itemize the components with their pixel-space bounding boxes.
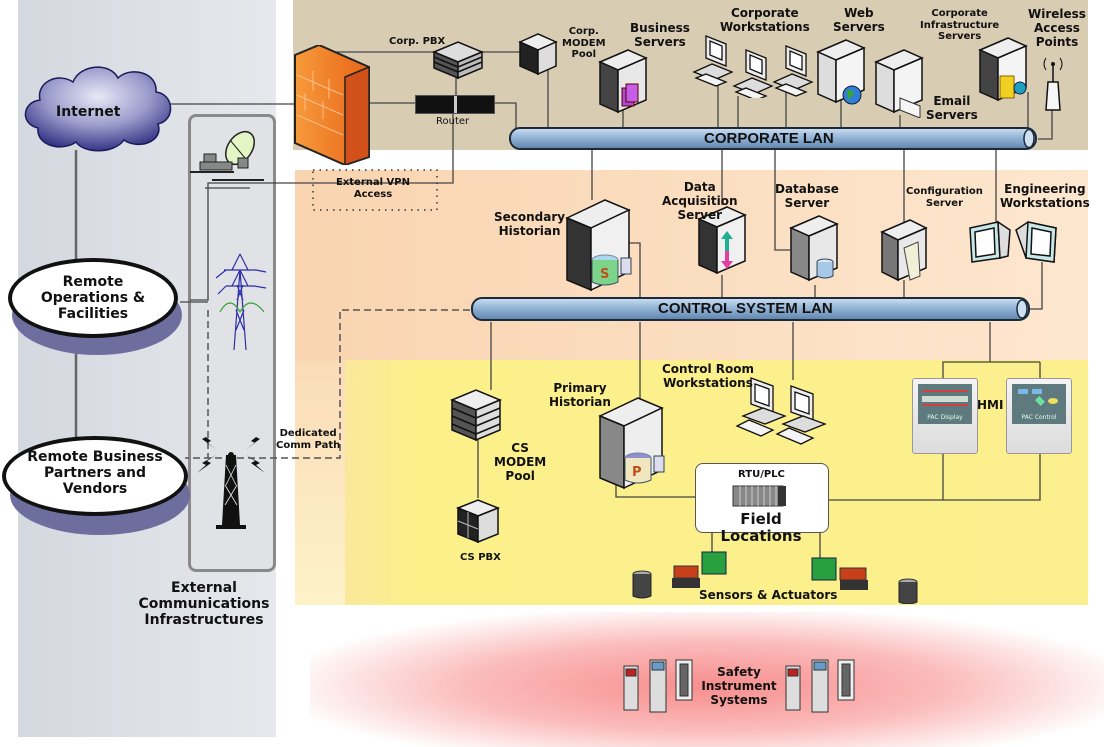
internet-cloud-icon [24,66,172,152]
cs-pbx-label: CS PBX [460,552,501,563]
corporate-lan-label: CORPORATE LAN [704,130,834,147]
corporate-workstations-icon[interactable] [692,32,832,98]
router-label: Router [436,116,470,127]
control-system-lan-pipe [471,297,1030,321]
hmi-label: HMI [977,398,1004,412]
remote-partners-label: Remote Business Partners and Vendors [27,449,163,498]
corporate-infrastructure-servers-icon[interactable] [978,36,1032,106]
engineering-workstations-label: Engineering Workstations [1000,182,1090,210]
external-communications-label: External Communications Infrastructures [138,580,270,629]
satellite-dish-icon [190,130,264,181]
data-acquisition-server-label: Data Acquisition Server [662,180,738,222]
actuator-icon [672,565,700,588]
database-server-label: Database Server [775,182,839,210]
power-transmission-tower-icon [215,253,267,351]
configuration-server-icon[interactable] [880,218,930,284]
control-room-workstations-icon[interactable] [735,374,847,446]
secondary-historian-icon[interactable]: S [565,198,637,294]
corporate-zone [293,0,1088,150]
safety-zone [310,612,1104,747]
dedicated-comm-path-line [185,309,470,459]
hmi-display-monitor[interactable]: PAC Display [912,378,978,454]
terminal-block-icon [701,551,727,575]
data-acquisition-server-icon[interactable] [697,205,749,277]
business-servers-icon[interactable] [598,48,648,114]
engineering-workstations-icon[interactable] [968,218,1060,266]
corp-pbx-label: Corp. PBX [389,36,446,47]
vpn-access-box [312,169,438,211]
corp-modem-pool-label: Corp. MODEM Pool [562,26,606,60]
terminal-block-icon [811,557,837,581]
primary-historian-label: Primary Historian [549,381,611,409]
line-router-lan [492,102,517,128]
hmi-control-monitor[interactable]: PAC Control [1006,378,1072,454]
hmi-control-screen-label: PAC Control [1021,414,1057,421]
primary-historian-badge: P [632,465,642,480]
web-servers-label: Web Servers [833,6,885,34]
dedicated-comm-path-label: Dedicated Comm Path [276,428,341,451]
sensor-cylinder-icon [898,578,918,604]
wireless-access-points-label: Wireless Access Points [1028,7,1086,49]
remote-partners-node[interactable] [2,436,188,516]
rtu-plc-icon[interactable] [732,484,788,508]
corporate-workstations-label: Corporate Workstations [720,6,810,34]
radio-tower-icon [197,430,265,529]
control-field-left-fade [295,360,345,605]
sensors-actuators-label: Sensors & Actuators [699,588,838,602]
corporate-infrastructure-servers-label: Corporate Infrastructure Servers [920,8,1000,42]
cs-modem-pool-icon[interactable] [450,388,504,444]
control-dmz-zone [295,170,1088,360]
line-router-vpn [190,112,454,301]
database-server-icon[interactable] [789,214,843,284]
corp-pbx-icon[interactable] [432,40,484,80]
email-servers-label: Email Servers [926,94,978,122]
control-room-workstations-label: Control Room Workstations [662,362,755,390]
corporate-lan-pipe [509,127,1037,150]
router-icon[interactable] [415,95,495,114]
external-vpn-access-label: External VPN Access [336,177,410,200]
email-servers-icon[interactable] [874,48,924,118]
secondary-historian-label: Secondary Historian [494,210,566,238]
primary-historian-icon[interactable]: P [598,396,670,492]
safety-instrument-systems-label: Safety Instrument Systems [701,665,777,707]
actuator-icon [839,567,868,590]
sensor-cylinder-icon [632,570,652,599]
rtu-plc-label: RTU/PLC [738,469,785,480]
business-servers-label: Business Servers [630,21,690,49]
firewall-icon[interactable] [293,45,373,165]
remote-operations-node[interactable] [8,258,178,338]
wireless-access-point-icon[interactable] [1040,52,1066,114]
cs-pbx-icon[interactable] [456,498,502,546]
secondary-historian-badge: S [600,267,609,282]
field-locations-label: Field Locations [720,510,802,546]
web-servers-icon[interactable] [816,38,868,106]
control-system-lan-label: CONTROL SYSTEM LAN [658,300,833,317]
remote-operations-label: Remote Operations & Facilities [40,274,146,323]
internet-label: Internet [56,104,121,120]
sensors-actuators-icons[interactable] [628,548,928,604]
cs-modem-pool-label: CS MODEM Pool [494,441,547,483]
hmi-display-screen-label: PAC Display [927,414,963,421]
configuration-server-label: Configuration Server [906,186,983,209]
safety-instrument-modules-icon[interactable] [620,658,860,714]
corp-modem-pool-icon[interactable] [518,32,558,76]
